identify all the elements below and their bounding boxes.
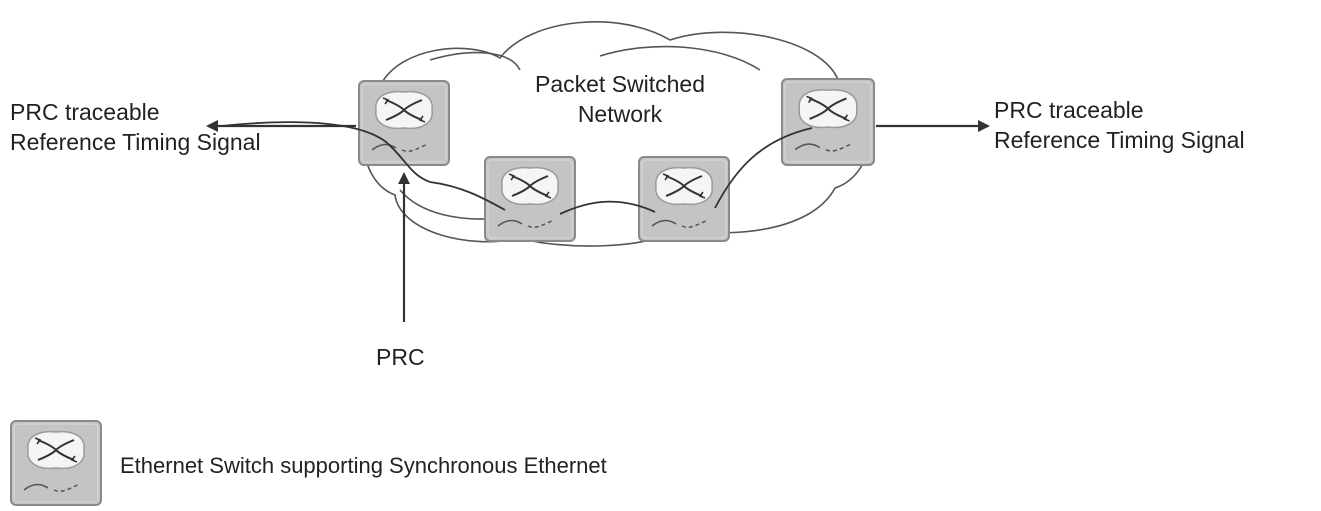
cloud-label-line2: Network — [577, 100, 663, 127]
switch-left — [358, 80, 450, 166]
right-signal-line2: Reference Timing Signal — [994, 126, 1245, 153]
legend-label: Ethernet Switch supporting Synchronous E… — [120, 453, 607, 478]
prc-label: PRC — [376, 344, 425, 370]
cloud-label-line1: Packet Switched — [534, 71, 706, 97]
timing-chain-line — [221, 121, 813, 215]
switch-right — [780, 78, 876, 166]
switch-center-left — [484, 156, 576, 242]
legend-switch-icon — [10, 420, 102, 506]
left-signal-line2: Reference Timing Signal — [10, 128, 261, 155]
left-signal-label: PRC traceable Reference Timing Signal — [10, 98, 261, 158]
network-cloud-label: Packet Switched Network — [500, 70, 740, 130]
switch-center-right — [638, 156, 730, 242]
left-signal-line1: PRC traceable — [10, 99, 160, 125]
right-signal-label: PRC traceable Reference Timing Signal — [994, 96, 1245, 156]
right-signal-line1: PRC traceable — [994, 97, 1144, 123]
